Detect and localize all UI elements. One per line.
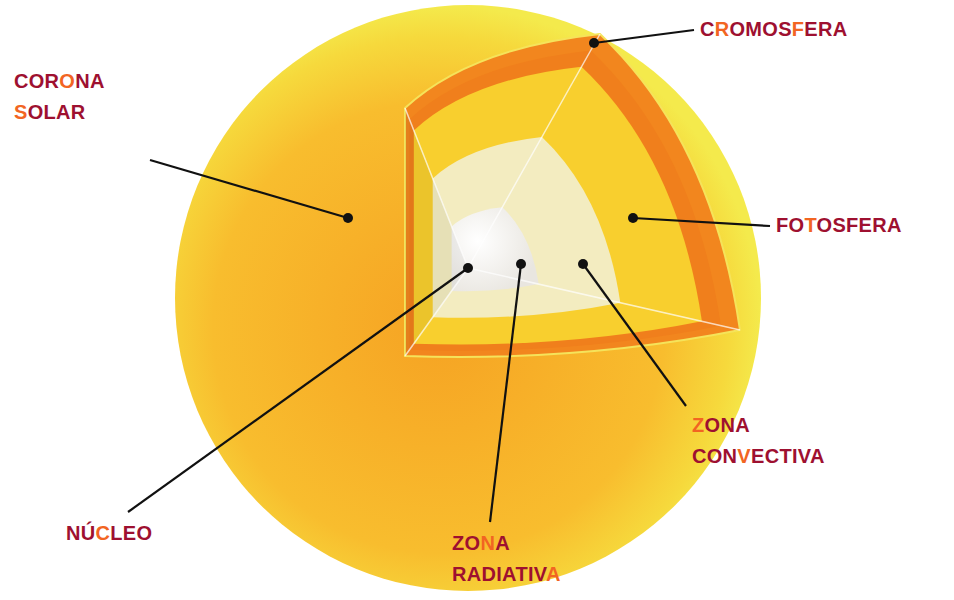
part-label: NÚCLEO — [66, 518, 152, 549]
chromosphere-layer — [405, 34, 740, 357]
part-label: CORONA SOLAR — [14, 66, 104, 128]
cutaway — [405, 34, 740, 357]
leader-dots — [343, 38, 638, 273]
face-shade — [405, 108, 468, 356]
leader-lines — [128, 30, 770, 522]
cut-edge — [468, 268, 740, 330]
cut-edge — [405, 268, 468, 356]
cut-edge — [468, 34, 600, 268]
part-label: ZONA RADIATIVA — [452, 528, 561, 590]
part-label: CROMOSFERA — [700, 14, 848, 45]
corona-sphere — [175, 5, 761, 591]
part-label: FOTOSFERA — [776, 210, 902, 241]
part-label: ZONA CONVECTIVA — [692, 410, 825, 472]
cut-edge — [405, 108, 468, 268]
